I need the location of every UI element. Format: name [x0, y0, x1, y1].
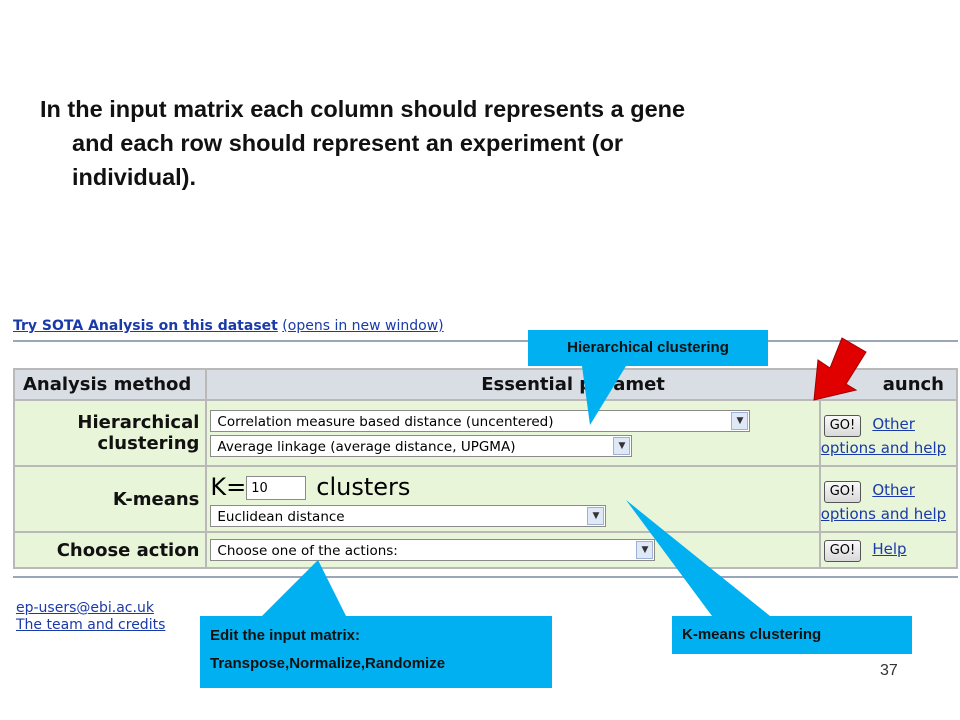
chevron-down-icon: ▼	[587, 506, 605, 525]
method-kmeans: K-means	[15, 467, 206, 531]
hierarchical-callout-pointer	[582, 366, 626, 425]
linkage-value: Average linkage (average distance, UPGMA…	[217, 438, 516, 455]
hierarchical-callout: Hierarchical clustering	[528, 330, 768, 366]
distance-measure-select[interactable]: Correlation measure based distance (unce…	[210, 409, 751, 432]
hierarchical-go-button[interactable]: GO!	[823, 415, 862, 437]
divider-top	[13, 340, 958, 342]
try-sota-link-bold[interactable]: Try SOTA Analysis on this dataset	[13, 318, 278, 334]
method-hierarchical: Hierarchical clustering	[15, 401, 206, 465]
kmeans-callout-pointer	[626, 500, 770, 616]
method-hierarchical-line1: Hierarchical	[77, 412, 200, 433]
footer-email-link[interactable]: ep-users@ebi.ac.uk	[16, 600, 154, 616]
method-choose-action: Choose action	[15, 533, 206, 567]
k-value-row: K=10 clusters	[210, 472, 818, 502]
page-number: 37	[880, 662, 898, 679]
action-value: Choose one of the actions:	[217, 543, 398, 559]
edit-matrix-callout: Edit the input matrix: Transpose,Normali…	[200, 616, 552, 688]
k-label: K=	[210, 472, 247, 501]
chevron-down-icon: ▼	[636, 541, 654, 559]
heading-line-3: individual).	[72, 164, 197, 190]
analysis-table: Analysis method Essential paramet aunch …	[13, 368, 958, 569]
kmeans-params: K=10 clusters Euclidean distance ▼	[207, 467, 819, 531]
heading-line-2: and each row should represent an experim…	[72, 130, 624, 156]
edit-callout-pointer	[262, 560, 346, 616]
header-analysis-method: Analysis method	[15, 370, 206, 399]
divider-bottom	[13, 576, 958, 578]
try-sota-link-note[interactable]: (opens in new window)	[282, 318, 444, 334]
method-hierarchical-line2: clustering	[97, 433, 200, 454]
kmeans-go-button[interactable]: GO!	[823, 481, 862, 503]
header-essential-parameters: Essential paramet	[207, 370, 819, 399]
hierarchical-params: Correlation measure based distance (unce…	[207, 401, 819, 465]
kmeans-callout: K-means clustering	[672, 616, 912, 654]
choose-go-button[interactable]: GO!	[823, 539, 862, 562]
kmeans-other-link[interactable]: Other	[872, 481, 915, 499]
try-sota-link[interactable]: Try SOTA Analysis on this dataset (opens…	[13, 318, 444, 334]
k-input[interactable]: 10	[246, 475, 307, 500]
hierarchical-other-link[interactable]: Other	[872, 415, 915, 433]
choose-launch: GO! Help	[820, 533, 956, 567]
kmeans-launch: GO! Other options and help	[820, 467, 956, 531]
footer-links: ep-users@ebi.ac.uk The team and credits	[16, 600, 165, 634]
chevron-down-icon: ▼	[731, 411, 749, 430]
linkage-select[interactable]: Average linkage (average distance, UPGMA…	[210, 434, 633, 457]
red-arrow-icon	[813, 337, 867, 401]
kmeans-options-link[interactable]: options and help	[820, 505, 947, 523]
action-select[interactable]: Choose one of the actions: ▼	[210, 539, 656, 561]
heading-line-1: In the input matrix each column should r…	[40, 96, 686, 122]
chevron-down-icon: ▼	[613, 436, 631, 455]
clusters-label: clusters	[316, 472, 411, 501]
edit-callout-line2: Transpose,Normalize,Randomize	[210, 655, 446, 672]
kmeans-distance-select[interactable]: Euclidean distance ▼	[210, 504, 607, 527]
footer-credits-link[interactable]: The team and credits	[16, 617, 166, 633]
edit-callout-line1: Edit the input matrix:	[210, 627, 360, 644]
choose-params: Choose one of the actions: ▼	[207, 533, 819, 567]
hierarchical-options-link[interactable]: options and help	[820, 439, 947, 457]
choose-help-link[interactable]: Help	[872, 539, 907, 558]
slide-heading: In the input matrix each column should r…	[40, 92, 900, 194]
kmeans-distance-value: Euclidean distance	[217, 508, 345, 525]
distance-measure-value: Correlation measure based distance (unce…	[217, 413, 554, 430]
hierarchical-launch: GO! Other options and help	[820, 401, 956, 465]
